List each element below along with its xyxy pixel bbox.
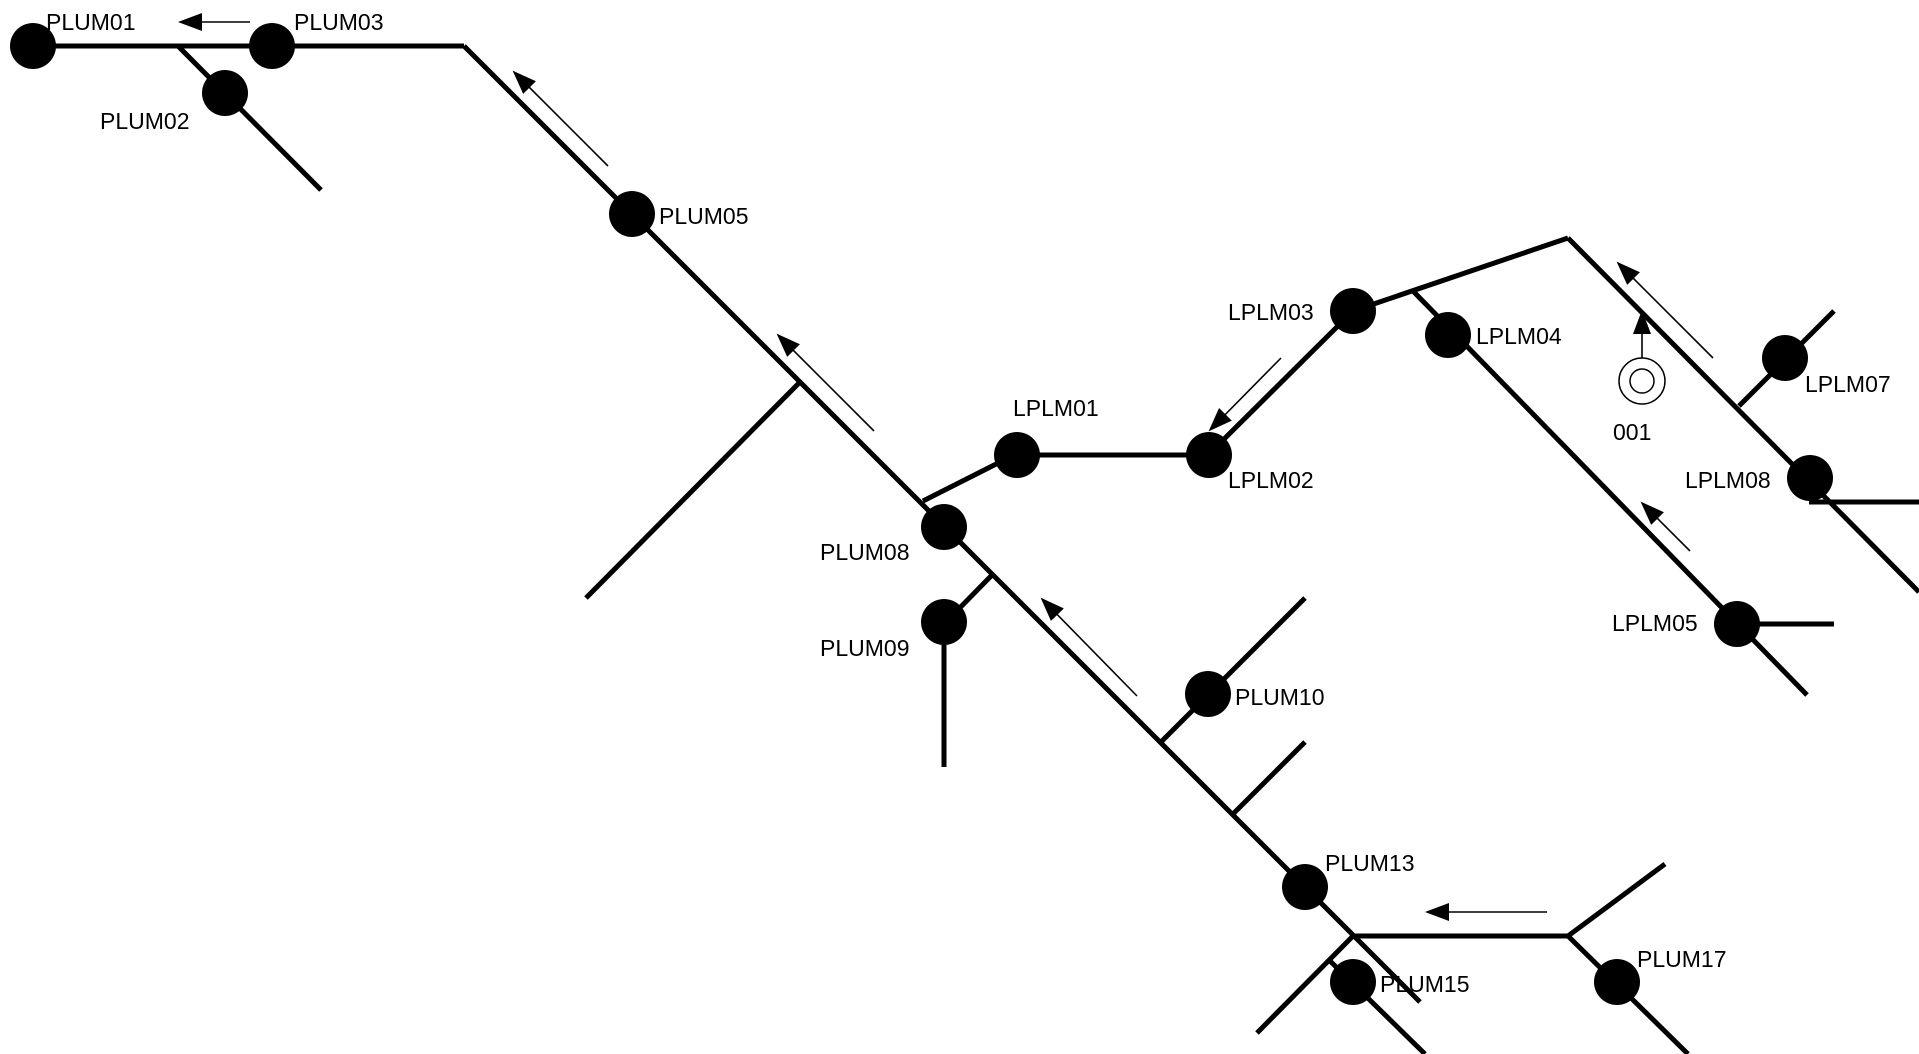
node-label: LPLM04 (1476, 323, 1562, 349)
sensor-001[interactable]: 001 (1613, 310, 1666, 445)
pipe-segment (1566, 861, 1667, 939)
node-plum08[interactable]: PLUM08 (820, 504, 967, 565)
pipe-segment (1352, 235, 1569, 314)
pipe-segment (1230, 740, 1307, 817)
node-plum02[interactable]: PLUM02 (100, 70, 248, 134)
node-dot (1186, 432, 1232, 478)
pipe-segment (1255, 934, 1355, 1035)
node-dot (1762, 335, 1808, 381)
node-plum17[interactable]: PLUM17 (1594, 946, 1726, 1005)
sensor-inner-ring (1629, 368, 1655, 394)
node-plum13[interactable]: PLUM13 (1282, 850, 1414, 910)
node-label: LPLM05 (1612, 610, 1698, 636)
node-plum03[interactable]: PLUM03 (249, 9, 383, 69)
node-dot (921, 599, 967, 645)
node-dot (994, 432, 1040, 478)
node-dot (609, 191, 655, 237)
node-dot (249, 23, 295, 69)
node-lplm02[interactable]: LPLM02 (1186, 432, 1314, 493)
flow-direction-arrow-icon (1640, 501, 1691, 552)
node-label: PLUM05 (659, 203, 748, 229)
flow-direction-arrow-icon (512, 70, 609, 167)
node-plum15[interactable]: PLUM15 (1330, 959, 1469, 1005)
node-plum09[interactable]: PLUM09 (820, 599, 967, 661)
pipe-segment (176, 44, 323, 192)
node-label: PLUM01 (46, 9, 135, 35)
node-dot (1330, 288, 1376, 334)
node-label: LPLM03 (1228, 299, 1314, 325)
node-dot (1185, 671, 1231, 717)
node-dot (10, 23, 56, 69)
node-lplm07[interactable]: LPLM07 (1762, 335, 1891, 397)
node-lplm01[interactable]: LPLM01 (994, 395, 1099, 478)
node-label: PLUM08 (820, 539, 909, 565)
sensor-label: 001 (1613, 419, 1651, 445)
node-label: LPLM01 (1013, 395, 1099, 421)
node-dot (202, 70, 248, 116)
flow-arrows (178, 12, 1714, 921)
node-dot (1714, 601, 1760, 647)
node-plum05[interactable]: PLUM05 (609, 191, 748, 237)
node-dot (1282, 864, 1328, 910)
node-label: PLUM17 (1637, 946, 1726, 972)
node-lplm03[interactable]: LPLM03 (1228, 288, 1376, 334)
node-lplm08[interactable]: LPLM08 (1685, 455, 1833, 501)
node-label: PLUM15 (1380, 971, 1469, 997)
node-label: PLUM10 (1235, 684, 1324, 710)
node-label: LPLM02 (1228, 467, 1314, 493)
flow-direction-arrow-icon (776, 333, 875, 432)
pipe-segment (584, 380, 802, 600)
node-label: PLUM03 (294, 9, 383, 35)
pipes (33, 43, 1919, 1054)
node-label: PLUM02 (100, 108, 189, 134)
node-lplm05[interactable]: LPLM05 (1612, 601, 1760, 647)
node-dot (1425, 312, 1471, 358)
node-label: PLUM13 (1325, 850, 1414, 876)
node-plum10[interactable]: PLUM10 (1185, 671, 1324, 717)
flow-direction-arrow-icon (1040, 597, 1138, 697)
node-label: LPLM07 (1805, 371, 1891, 397)
pipe-segment (1158, 596, 1307, 745)
node-dot (1787, 455, 1833, 501)
node-label: PLUM09 (820, 635, 909, 661)
node-label: LPLM08 (1685, 467, 1771, 493)
node-lplm04[interactable]: LPLM04 (1425, 312, 1562, 358)
concentric-circle-sensor-icon (1618, 357, 1666, 405)
nodes: PLUM01 PLUM03 PLUM02 PLUM05 PLUM08 PLUM0… (10, 9, 1891, 1005)
pipe-segment (1206, 309, 1355, 457)
flow-direction-arrow-icon (1208, 357, 1282, 432)
node-plum01[interactable]: PLUM01 (10, 9, 135, 69)
flow-direction-arrow-icon (1616, 261, 1714, 359)
node-dot (1594, 959, 1640, 1005)
node-dot (921, 504, 967, 550)
node-dot (1330, 959, 1376, 1005)
pipe-segment (1566, 236, 1919, 594)
